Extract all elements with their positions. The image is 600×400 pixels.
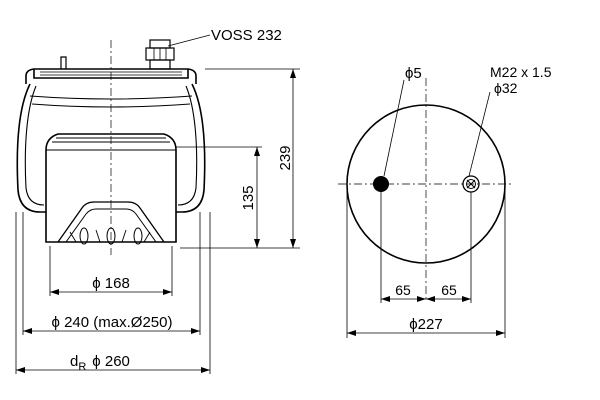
thread-label-line1: M22 x 1.5 [490,64,552,80]
thread-leader [468,91,491,177]
height-piston-label: 135 [240,185,257,210]
height-total-label: 239 [277,145,294,170]
thread-connector-symbol [462,175,480,193]
connector-leader [167,34,211,47]
top-plate-inner [40,71,182,76]
small-hole-dot [373,176,389,192]
side-view: VOSS 232 239 135 ϕ 168 ϕ 240 (max.Ø250) … [15,27,300,374]
small-hole-label: ϕ5 [405,65,422,82]
top-view: ϕ5 M22 x 1.5 ϕ32 65 65 ϕ227 [338,64,552,338]
bolt-stud [60,56,67,69]
bellow-inner [24,85,198,206]
top-bead-plate [25,68,197,84]
small-hole-leader [383,79,405,177]
connector-fitting [145,39,175,70]
outer-diameter-subscript: R [78,361,86,373]
piston-ribs [57,201,165,245]
bellow-fold [29,95,193,108]
piston-top-ring [46,137,176,151]
plate-circle [346,104,506,264]
bellow-outer [16,83,206,213]
connector-label: VOSS 232 [211,27,282,44]
plate-diameter-label: ϕ227 [409,316,442,333]
outer-diameter-value: ϕ 260 [92,353,130,370]
offset-left-label: 65 [395,282,411,298]
thread-label-line2: ϕ32 [494,80,518,96]
piston-diameter-label: ϕ 168 [92,275,130,292]
bellow-diameter-label: ϕ 240 (max.Ø250) [52,314,173,331]
offset-right-label: 65 [441,282,457,298]
outer-diameter-symbol: d [70,353,78,370]
